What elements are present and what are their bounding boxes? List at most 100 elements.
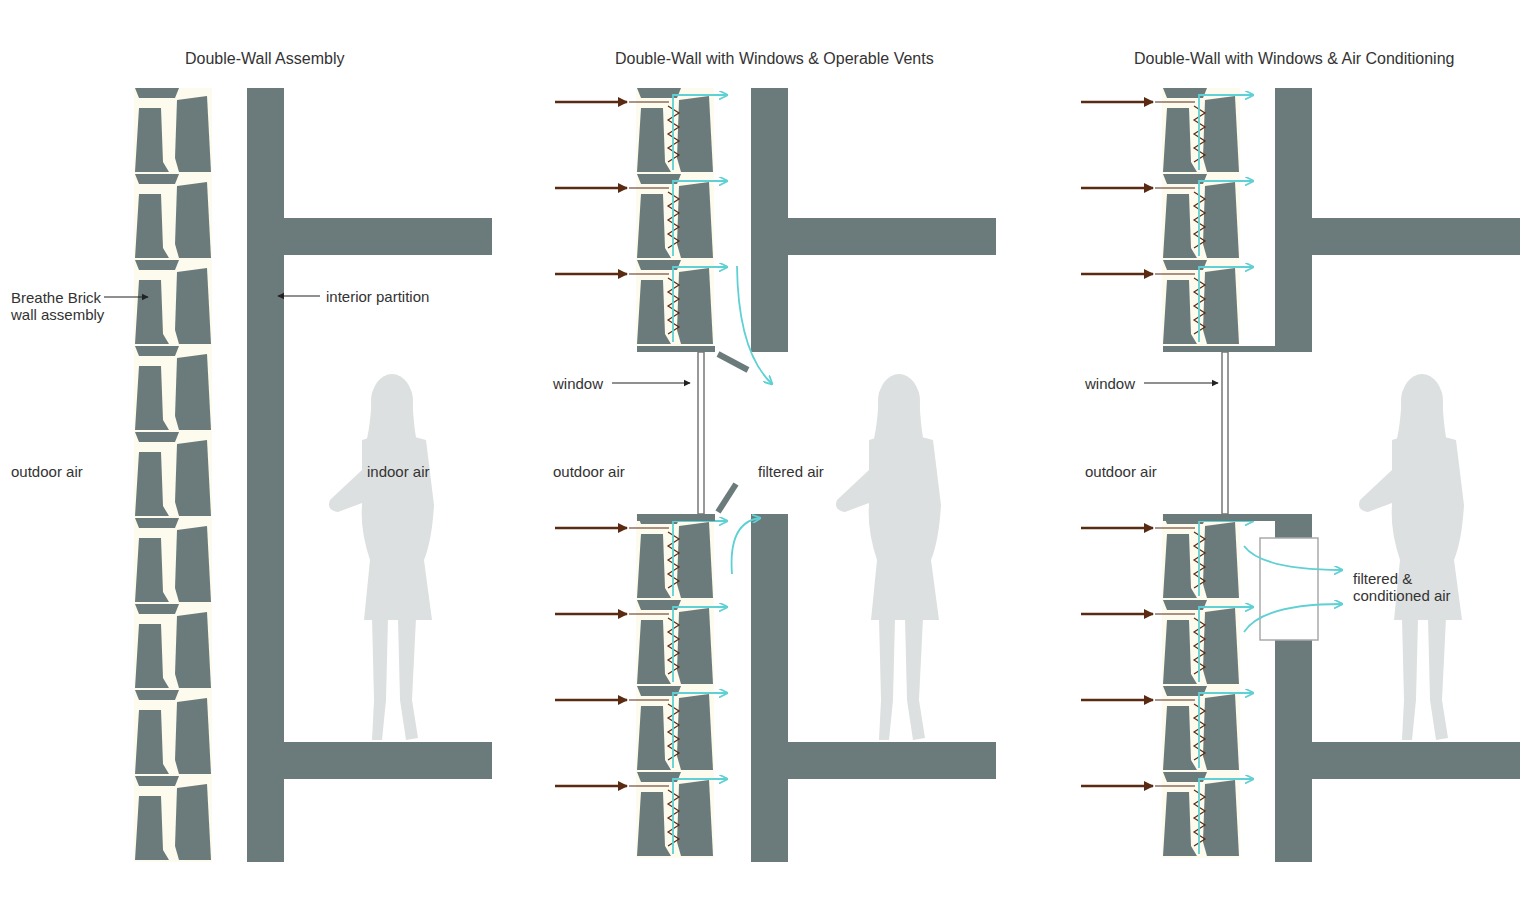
filtered-air-arrow — [1199, 607, 1253, 682]
brick-left — [637, 280, 671, 344]
brick-right — [677, 694, 713, 770]
annotation-label: outdoor air — [1085, 463, 1157, 480]
brick-joint — [134, 776, 212, 862]
brick-joint — [134, 690, 212, 776]
brick-left — [135, 538, 169, 602]
brick-joint — [134, 604, 212, 690]
outdoor-air-arrow — [1081, 613, 1153, 616]
brick-right — [175, 698, 211, 774]
annotation-label: Breathe Brick wall assembly — [11, 289, 109, 323]
annotation-label: window — [553, 375, 603, 392]
brick-joint — [1162, 772, 1240, 858]
brick-left — [1163, 280, 1197, 344]
annotation-label: window — [1085, 375, 1135, 392]
brick-left — [1163, 194, 1197, 258]
brick-right — [175, 440, 211, 516]
outdoor-air-arrow — [555, 699, 627, 702]
brick-cap — [637, 88, 681, 98]
outdoor-air-path — [1155, 785, 1195, 786]
brick-joint — [636, 260, 714, 346]
outdoor-air-arrow — [1081, 527, 1153, 530]
person-silhouette — [836, 374, 941, 740]
brick-cap — [135, 432, 179, 442]
brick-left — [637, 108, 671, 172]
filtered-air-flow — [732, 266, 1342, 632]
brick-joint — [636, 514, 714, 600]
filtered-air-arrow — [673, 693, 727, 768]
brick-left — [637, 620, 671, 684]
brick-left — [1163, 108, 1197, 172]
brick-right — [1203, 780, 1239, 856]
person-silhouette — [329, 374, 434, 740]
brick-joint — [636, 600, 714, 686]
outdoor-air-arrow — [555, 273, 627, 276]
brick-left — [1163, 534, 1197, 598]
brick-right — [175, 268, 211, 344]
leader-line — [104, 296, 1218, 383]
brick-right — [677, 780, 713, 856]
breathe-brick-courses — [134, 88, 1253, 862]
brick-left — [135, 624, 169, 688]
brick-left — [637, 194, 671, 258]
brick-cap — [1163, 174, 1207, 184]
brick-joint — [134, 88, 212, 174]
brick-right — [1203, 96, 1239, 172]
brick-left — [135, 366, 169, 430]
outdoor-air-path — [629, 187, 669, 188]
brick-cap — [135, 346, 179, 356]
brick-right — [175, 182, 211, 258]
filtered-air-arrow — [673, 521, 727, 596]
outdoor-air-arrow — [555, 785, 627, 788]
brick-cap — [1163, 260, 1207, 270]
brick-cap — [135, 776, 179, 786]
brick-cap — [637, 260, 681, 270]
brick-left — [1163, 706, 1197, 770]
annotation-label: outdoor air — [11, 463, 83, 480]
outdoor-air-path — [629, 273, 669, 274]
annotation-label: filtered & conditioned air — [1353, 570, 1463, 604]
brick-joint — [636, 686, 714, 772]
brick-right — [677, 608, 713, 684]
outdoor-air-path — [1155, 101, 1195, 102]
brick-joint — [134, 432, 212, 518]
outdoor-air-path — [629, 527, 669, 528]
outdoor-air-arrow — [555, 527, 627, 530]
filtered-air-arrow — [1199, 181, 1253, 256]
brick-cap — [1163, 600, 1207, 610]
brick-joint — [134, 518, 212, 604]
filtered-air-arrow — [673, 181, 727, 256]
brick-right — [677, 522, 713, 598]
panel-title: Double-Wall with Windows & Operable Vent… — [615, 50, 934, 67]
outdoor-air-path — [1155, 613, 1195, 614]
brick-joint — [636, 174, 714, 260]
outdoor-air-path — [629, 785, 669, 786]
annotation-label: filtered air — [758, 463, 824, 480]
brick-right — [175, 526, 211, 602]
brick-cap — [135, 690, 179, 700]
brick-right — [677, 96, 713, 172]
filtered-air-arrow — [673, 779, 727, 854]
filtered-air-arrow — [673, 267, 727, 342]
brick-cap — [1163, 88, 1207, 98]
brick-joint — [1162, 686, 1240, 772]
annotation-label: interior partition — [326, 288, 429, 305]
outdoor-air-arrow — [1081, 187, 1153, 190]
panel-title: Double-Wall Assembly — [185, 50, 344, 67]
brick-cap — [637, 772, 681, 782]
brick-cap — [637, 686, 681, 696]
outdoor-air-arrow — [1081, 101, 1153, 104]
person-silhouette — [1359, 374, 1464, 740]
brick-cap — [637, 600, 681, 610]
brick-right — [1203, 268, 1239, 344]
filtered-air-arrow — [1199, 95, 1253, 170]
brick-right — [175, 612, 211, 688]
brick-right — [175, 354, 211, 430]
outdoor-air-path — [629, 613, 669, 614]
brick-right — [677, 182, 713, 258]
air-conditioning-unit — [1260, 538, 1318, 640]
brick-left — [135, 710, 169, 774]
outdoor-air-arrow — [555, 101, 627, 104]
annotation-label: indoor air — [367, 463, 430, 480]
brick-joint — [1162, 600, 1240, 686]
